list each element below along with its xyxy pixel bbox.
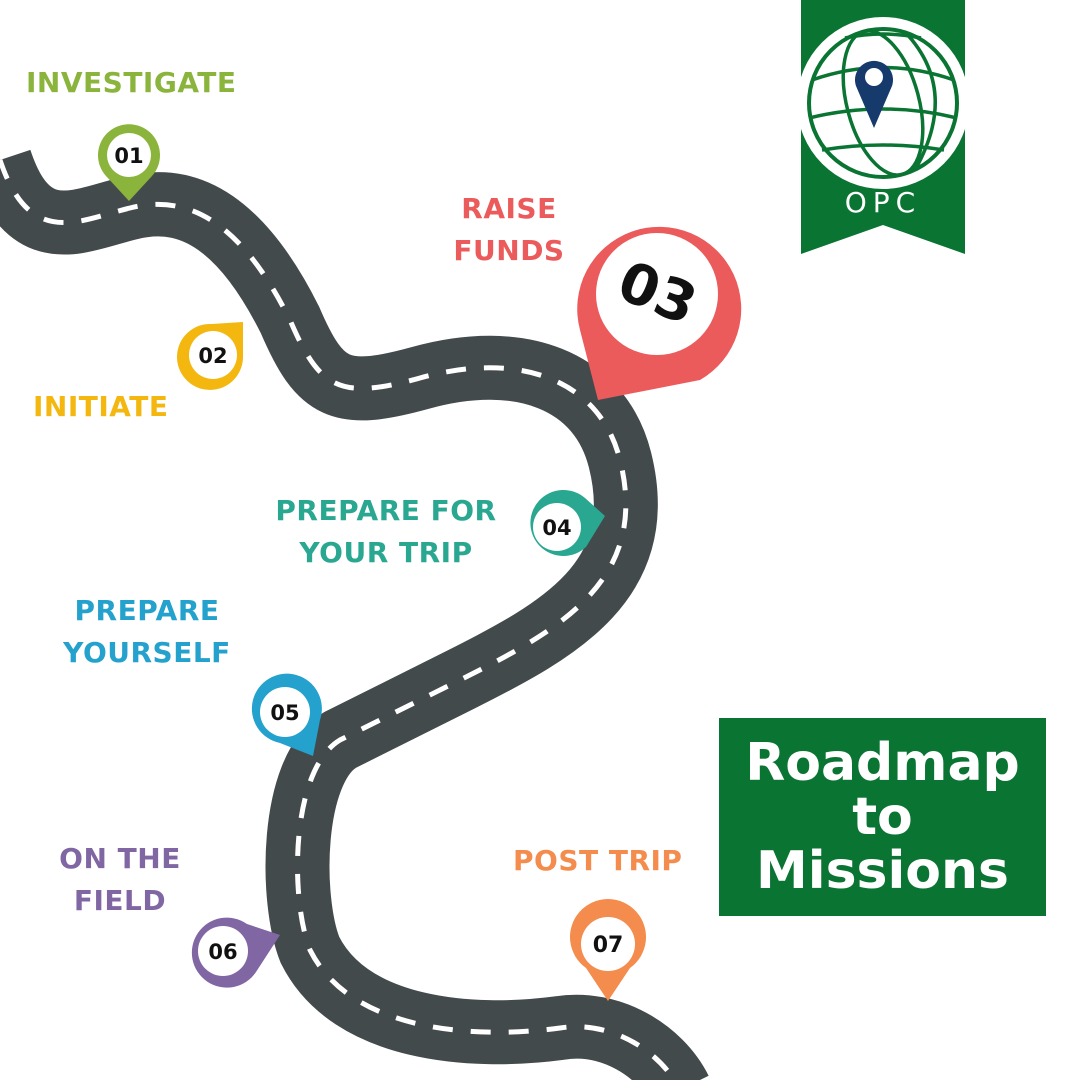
pin-01-number: 01 (114, 144, 143, 168)
pin-05-number: 05 (270, 701, 299, 725)
pin-05: 05 (251, 673, 322, 756)
pin-03: 03 (577, 226, 742, 400)
road-center-dashes (0, 159, 678, 1080)
logo-text: OPC (845, 186, 921, 219)
title-line2: to (852, 787, 913, 847)
globe-location-pin-icon (797, 17, 969, 189)
pin-04: 04 (530, 489, 605, 556)
pin-02: 02 (177, 322, 243, 390)
pin-05-hole (260, 687, 310, 737)
step-05-label-line1: PREPARE (74, 594, 220, 627)
step-01-label-line1: INVESTIGATE (26, 66, 237, 99)
pin-04-number: 04 (542, 516, 571, 540)
pin-07: 07 (570, 899, 646, 1001)
step-04-label: PREPARE FOR YOUR TRIP (264, 490, 508, 574)
pin-02-hole (189, 331, 237, 379)
pin-06-number: 06 (208, 940, 237, 964)
step-06-label: ON THE FIELD (52, 838, 188, 922)
step-03-label-line1: RAISE (461, 192, 557, 225)
step-07-label: POST TRIP (513, 840, 682, 882)
title-box: Roadmap to Missions (719, 718, 1046, 916)
pin-06: 06 (191, 917, 280, 988)
step-07-label-line1: POST TRIP (513, 844, 683, 877)
title-line3: Missions (756, 841, 1009, 901)
step-02-label: INITIATE (33, 386, 169, 428)
pin-01: 01 (98, 124, 160, 201)
pin-04-hole (533, 503, 581, 551)
step-04-label-line2: YOUR TRIP (299, 536, 473, 569)
pin-07-number: 07 (593, 933, 624, 958)
pin-06-hole (198, 926, 248, 976)
pin-07-hole (581, 917, 635, 971)
step-02-label-line1: INITIATE (33, 390, 169, 423)
pin-01-hole (107, 133, 151, 177)
step-03-label: RAISE FUNDS (448, 188, 570, 272)
title-line1: Roadmap (745, 733, 1020, 793)
step-01-label: INVESTIGATE (26, 62, 237, 104)
step-05-label-line2: YOURSELF (63, 636, 231, 669)
step-03-label-line2: FUNDS (453, 234, 565, 267)
step-06-label-line2: FIELD (73, 884, 167, 917)
pin-02-number: 02 (198, 344, 227, 368)
step-04-label-line1: PREPARE FOR (275, 494, 497, 527)
step-06-label-line1: ON THE (59, 842, 181, 875)
pin-03-hole (596, 233, 718, 355)
step-05-label: PREPARE YOURSELF (56, 590, 238, 674)
